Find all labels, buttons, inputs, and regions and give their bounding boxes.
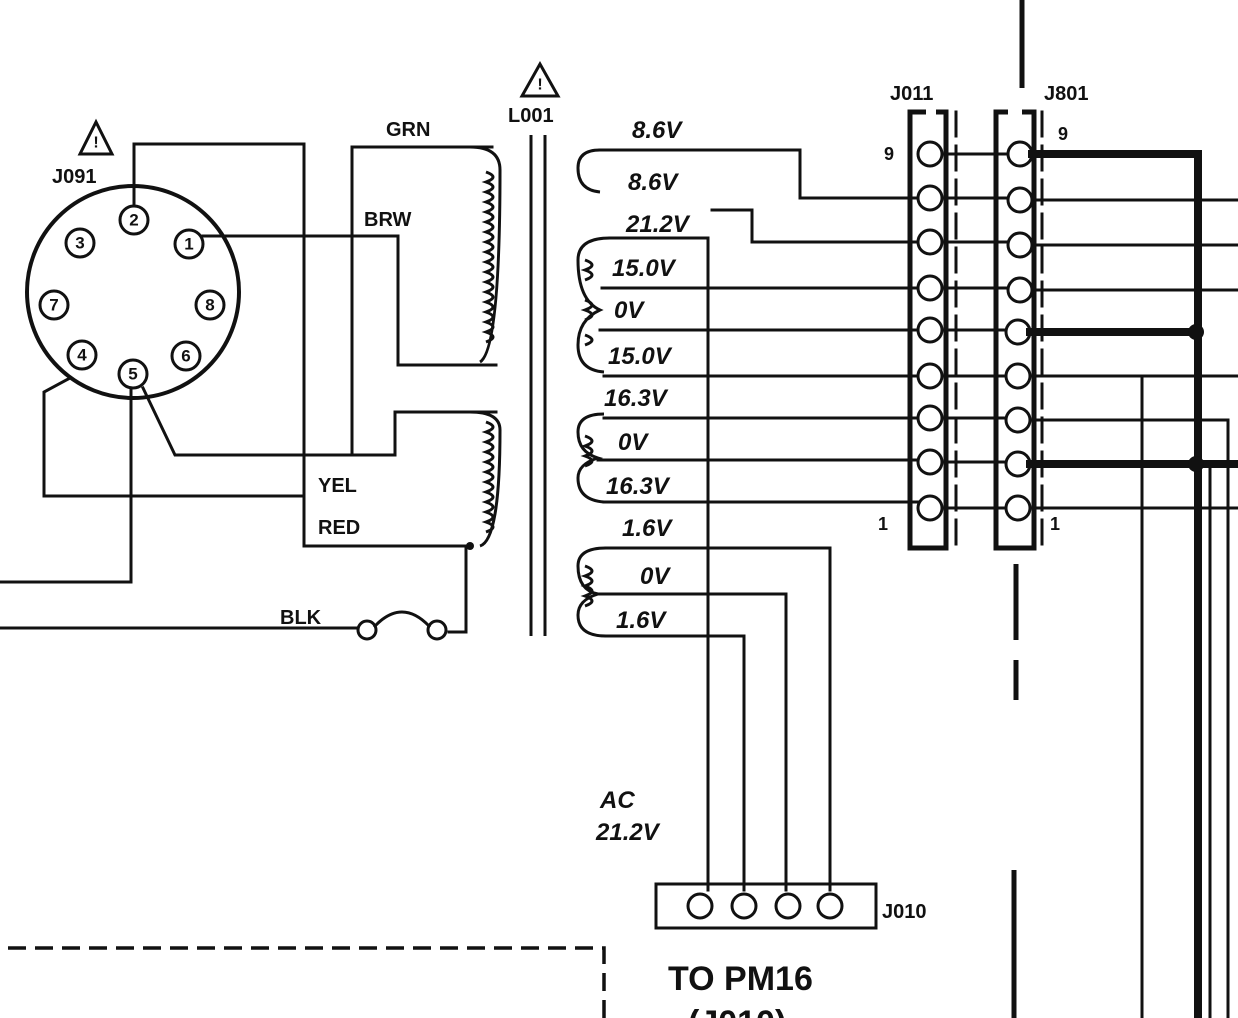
j091-pin-3-label: 3 — [75, 234, 84, 253]
wire-sec-10 — [604, 546, 832, 892]
j010-label: J010 — [882, 901, 927, 923]
voltage-label-0v-b: 0V — [618, 429, 649, 456]
wire-label-blk: BLK — [280, 607, 322, 629]
j091-pin-4 — [66, 339, 98, 371]
voltage-label-8-6v-b: 8.6V — [628, 169, 679, 196]
svg-text:!: ! — [537, 77, 542, 94]
wire-pin1-brw — [201, 234, 498, 367]
voltage-label-15-0v-a: 15.0V — [612, 255, 677, 282]
wire-grn — [350, 145, 494, 457]
voltage-label-0v-a: 0V — [614, 297, 645, 324]
voltage-label-1-6v-b: 1.6V — [616, 607, 667, 634]
voltage-label-21-2v: 21.2V — [625, 211, 691, 238]
wire-down-dashed — [1011, 564, 1019, 1018]
wire-pin5-yel — [140, 385, 498, 457]
secondary-winding-4 — [576, 546, 607, 638]
wire-sec-3 — [608, 236, 710, 892]
j091-pin-6 — [170, 340, 202, 372]
j091-pin-5-label: 5 — [128, 365, 137, 384]
transformer-core — [529, 135, 547, 636]
j801-pin-top: 9 — [1058, 124, 1068, 144]
j801-pin-bottom: 1 — [1050, 514, 1060, 534]
connector-j091: 2 1 8 6 5 4 7 3 — [25, 184, 241, 400]
ac-voltage-label: 21.2V — [595, 819, 661, 846]
secondary-winding-2 — [576, 236, 611, 374]
l001-warning-icon: ! — [519, 60, 561, 98]
j091-warning-icon: ! — [77, 118, 115, 156]
wire-label-yel: YEL — [318, 475, 357, 497]
j091-pin-2-label: 2 — [129, 211, 138, 230]
j011-pin-bottom: 1 — [878, 514, 888, 534]
l001-label: L001 — [508, 105, 554, 127]
ac-label: AC — [599, 787, 635, 814]
connector-j010 — [654, 882, 878, 930]
transformer-primary-lower — [469, 410, 502, 548]
destination-sublabel: (J010) — [688, 1004, 786, 1018]
j091-pin-3 — [64, 227, 96, 259]
wire-label-brw: BRW — [364, 209, 412, 231]
voltage-label-15-0v-b: 15.0V — [608, 343, 673, 370]
destination-label: TO PM16 — [668, 960, 813, 998]
j091-pin-7 — [38, 289, 70, 321]
j011-label: J011 — [890, 83, 933, 105]
j011-pin-top: 9 — [884, 144, 894, 164]
j091-pin-6-label: 6 — [181, 347, 190, 366]
j091-pin-1 — [173, 228, 205, 260]
wire-label-grn: GRN — [386, 119, 430, 141]
wire-label-red: RED — [318, 517, 360, 539]
wire-out-7 — [1028, 418, 1230, 1018]
bus-main — [1028, 150, 1202, 1018]
j091-label: J091 — [52, 166, 97, 188]
wire-sec-1 — [598, 148, 920, 200]
wire-sec-11 — [596, 592, 788, 892]
voltage-label-16-3v-b: 16.3V — [606, 473, 671, 500]
wire-fuse-return — [447, 544, 468, 634]
connector-j801 — [993, 109, 1044, 551]
enclosure-outline — [8, 946, 606, 1018]
fuse-icon — [356, 610, 448, 641]
wire-pin2-red — [132, 142, 472, 548]
j091-pin-1-label: 1 — [184, 235, 193, 254]
wire-sec-12 — [604, 634, 746, 892]
wire-pin5-down — [0, 386, 133, 584]
j091-pin-7-label: 7 — [49, 296, 58, 315]
j091-pin-5 — [117, 358, 149, 390]
wire-sec-2 — [710, 208, 920, 244]
links-j011-j801 — [940, 152, 1010, 510]
j091-pin-8-label: 8 — [205, 296, 214, 315]
secondary-winding-1 — [576, 148, 601, 194]
wire-pin4-loop — [42, 375, 306, 498]
transformer-primary-upper — [469, 145, 502, 364]
voltage-label-0v-c: 0V — [640, 563, 671, 590]
wire-sec-6 — [602, 374, 1144, 1018]
j801-label: J801 — [1044, 83, 1089, 105]
j091-pin-4-label: 4 — [77, 346, 87, 365]
svg-text:!: ! — [93, 135, 98, 152]
j091-pin-8 — [194, 289, 226, 321]
voltage-label-8-6v-a: 8.6V — [632, 117, 683, 144]
secondary-winding-3 — [576, 412, 605, 504]
voltage-label-16-3v-a: 16.3V — [604, 385, 669, 412]
voltage-label-1-6v-a: 1.6V — [622, 515, 673, 542]
